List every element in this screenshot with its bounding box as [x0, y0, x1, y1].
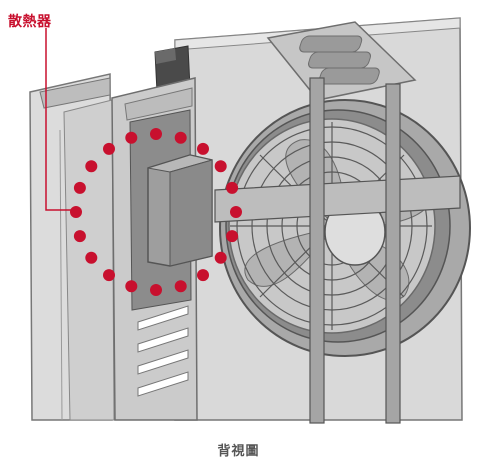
heatsink-callout-label: 散熱器 [8, 14, 52, 30]
support-rails [309, 77, 401, 424]
heatsink-highlight-ring [70, 128, 242, 296]
highlight-dot [150, 284, 162, 296]
highlight-dot [85, 160, 98, 173]
highlight-dot [214, 251, 227, 264]
highlight-dot [70, 206, 82, 218]
highlight-dot [85, 251, 98, 264]
highlight-dot [73, 230, 86, 243]
highlight-dot [125, 131, 138, 144]
highlight-dot [125, 280, 138, 293]
heatsink-block [147, 154, 213, 267]
highlight-dot [103, 269, 115, 282]
callout-leader [45, 28, 74, 211]
view-caption: 背視圖 [217, 444, 260, 459]
highlight-dot [73, 181, 86, 194]
highlight-dot [197, 269, 209, 282]
left-frame [29, 73, 115, 421]
vent-slots [137, 305, 189, 397]
highlight-dot [150, 128, 162, 140]
highlight-dot [214, 160, 227, 173]
mounting-bracket [266, 21, 417, 101]
highlight-dot [226, 181, 239, 194]
highlight-dot [197, 142, 209, 155]
highlight-dot [230, 206, 242, 218]
highlight-dot [226, 230, 239, 243]
top-duct [154, 45, 191, 93]
highlight-dot [103, 142, 115, 155]
cooling-fan [219, 99, 471, 357]
highlight-dot [174, 280, 187, 293]
highlight-dot [174, 131, 187, 144]
